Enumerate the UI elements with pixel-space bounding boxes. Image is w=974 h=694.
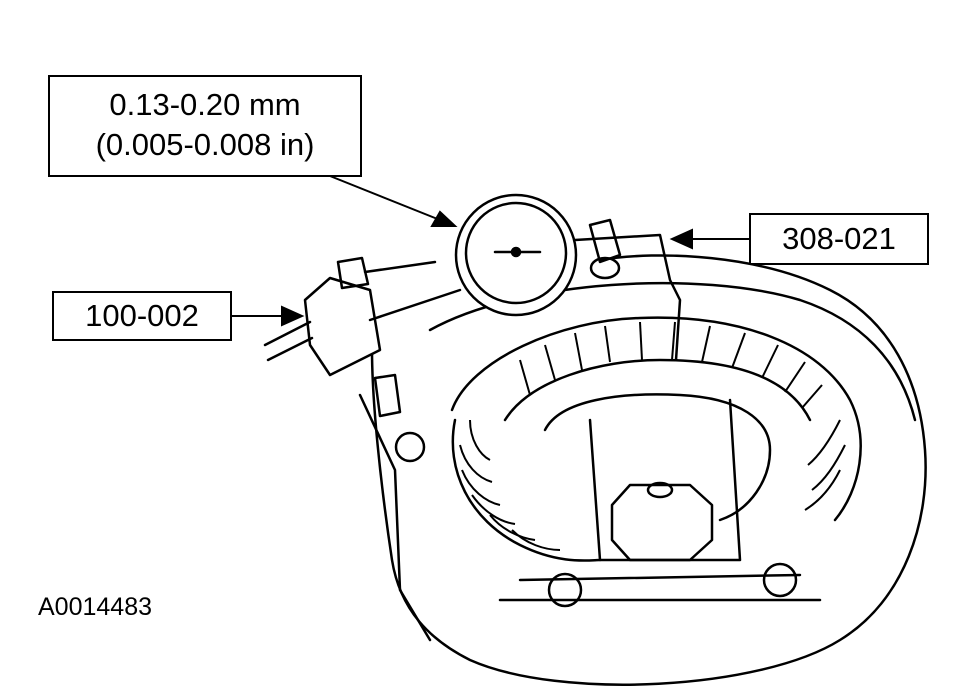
figure-id: A0014483 [38,593,153,621]
dial-indicator-inner [464,201,568,305]
backlash-spec-mm: 0.13-0.20 mm [109,87,301,122]
magnetic-base-tool-callout: 100-002 [52,291,232,341]
magnetic-base-lever [363,260,437,274]
ring-gear-inner [503,358,812,422]
magnetic-base [303,276,382,377]
dial-needle-hub [510,246,522,258]
ring-gear-lower-edge [451,418,602,562]
stand-rods [263,320,314,362]
bottom-bar [498,573,822,602]
base-rod [368,288,462,322]
bolt-flange [394,431,426,463]
backlash-spec-callout: 0.13-0.20 mm (0.005-0.008 in) [48,75,362,177]
arrowhead-left [281,305,305,327]
magnetic-base-tool-label: 100-002 [85,298,199,333]
backlash-spec-in: (0.005-0.008 in) [95,127,315,162]
leader-spec [319,171,441,221]
housing-outline [370,254,927,686]
dial-indicator-tool-callout: 308-021 [749,213,929,265]
carrier-opening [543,393,772,522]
arrowhead-right [669,228,693,250]
ring-gear-outer [450,316,862,522]
indicator-bracket [588,218,622,264]
indicator-arm [573,233,682,362]
magnetic-base-knob [336,256,370,290]
indicator-clamp [589,256,621,280]
bolt-right [762,562,798,598]
base-post [373,373,402,418]
dial-indicator-tool-label: 308-021 [782,221,896,256]
arrowhead-spec [430,210,458,227]
housing-flange [358,393,432,642]
cap-nut-top [646,481,674,499]
bolt-left [547,572,583,608]
